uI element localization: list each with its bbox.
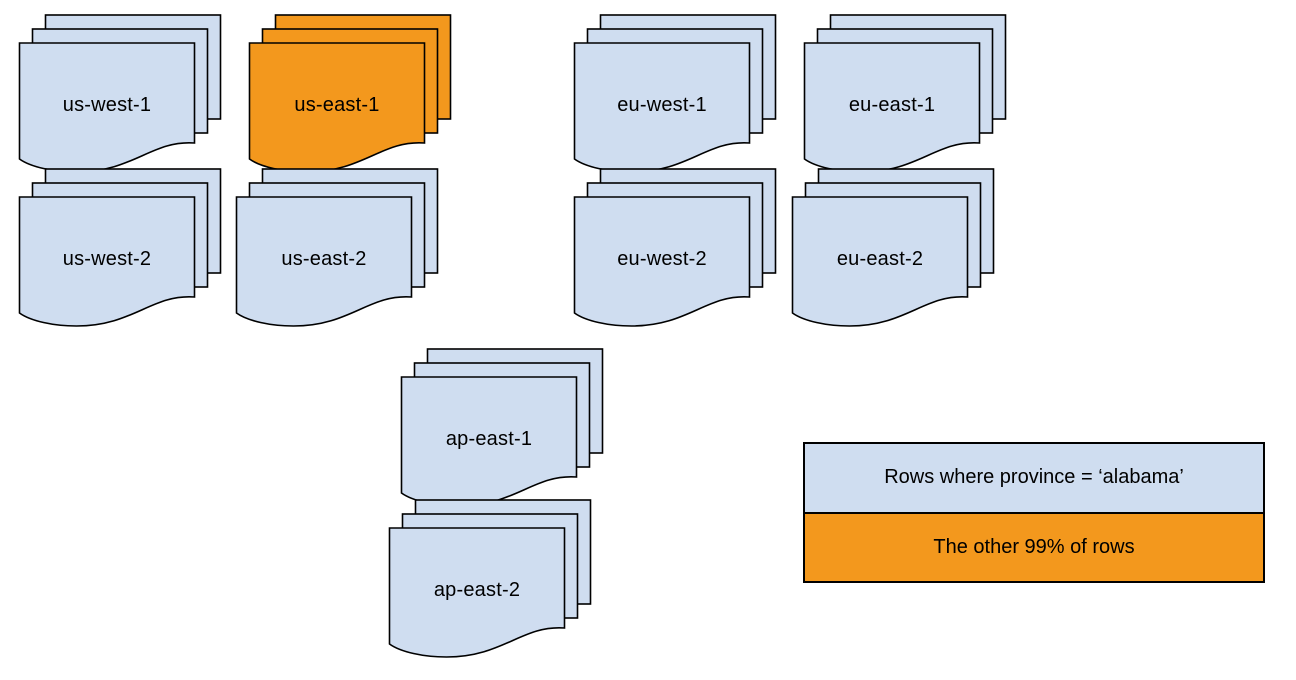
front-document-shape — [235, 196, 413, 327]
document-stack-eu-east-1: eu-east-1 — [803, 14, 1009, 176]
legend-item-label: Rows where province = ‘alabama’ — [884, 466, 1184, 489]
front-document-shape — [18, 196, 196, 327]
legend-item-other-rows: The other 99% of rows — [805, 511, 1263, 581]
document-stack-us-west-1: us-west-1 — [18, 14, 224, 176]
front-document-shape — [803, 42, 981, 173]
document-stack-icon — [18, 168, 222, 327]
front-document-shape — [573, 42, 751, 173]
document-stack-ap-east-2: ap-east-2 — [388, 499, 594, 661]
legend-item-alabama-rows: Rows where province = ‘alabama’ — [805, 444, 1263, 512]
document-stack-us-west-2: us-west-2 — [18, 168, 224, 330]
front-document-shape — [18, 42, 196, 173]
document-stack-icon — [791, 168, 995, 327]
front-document-shape — [400, 376, 578, 507]
document-stack-icon — [573, 168, 777, 327]
document-stack-eu-west-1: eu-west-1 — [573, 14, 779, 176]
document-stack-us-east-2: us-east-2 — [235, 168, 441, 330]
document-stack-us-east-1: us-east-1 — [248, 14, 454, 176]
document-stack-icon — [18, 14, 222, 173]
front-document-shape — [248, 42, 426, 173]
document-stack-icon — [400, 348, 604, 507]
front-document-shape — [573, 196, 751, 327]
document-stack-icon — [573, 14, 777, 173]
document-stack-eu-east-2: eu-east-2 — [791, 168, 997, 330]
document-stack-icon — [235, 168, 439, 327]
document-stack-icon — [388, 499, 592, 658]
front-document-shape — [791, 196, 969, 327]
legend: Rows where province = ‘alabama’ The othe… — [803, 442, 1265, 583]
document-stack-ap-east-1: ap-east-1 — [400, 348, 606, 510]
front-document-shape — [388, 527, 566, 658]
document-stack-icon — [248, 14, 452, 173]
document-stack-icon — [803, 14, 1007, 173]
document-stack-eu-west-2: eu-west-2 — [573, 168, 779, 330]
legend-item-label: The other 99% of rows — [933, 535, 1135, 558]
